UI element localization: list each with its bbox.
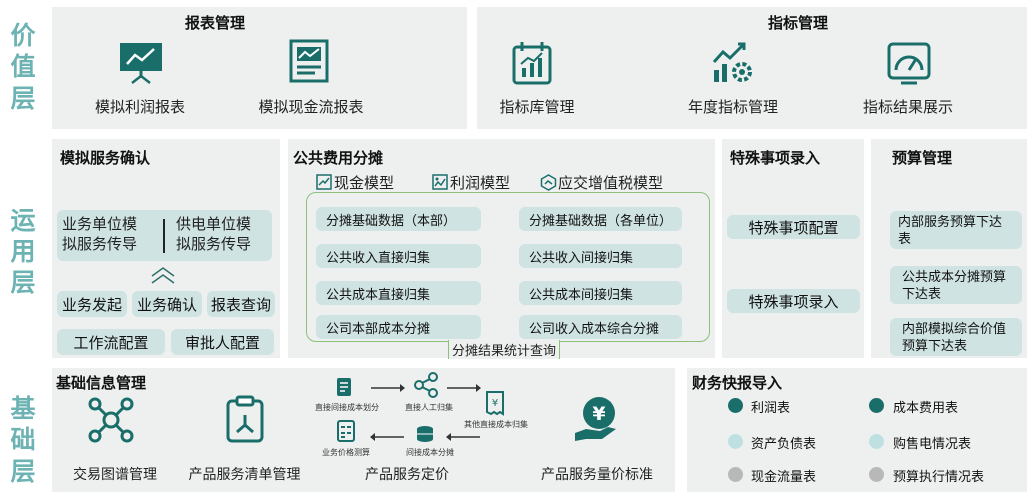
network-icon[interactable] <box>86 395 136 445</box>
calendar-chart-icon[interactable] <box>510 40 554 86</box>
layer-char: 层 <box>10 269 36 298</box>
flow-step-other-direct: 其他直接成本归集 <box>464 420 528 429</box>
report-item-profit[interactable]: 模拟利润报表 <box>94 99 185 116</box>
arrow-left-icon <box>370 432 405 442</box>
report-mgmt-title: 报表管理 <box>185 15 246 32</box>
legend-dot-budget <box>869 467 884 482</box>
layer-char: 价 <box>10 22 36 51</box>
finance-report-panel <box>687 368 1027 492</box>
finance-report-title: 财务快报导入 <box>692 375 783 392</box>
indicator-item-annual[interactable]: 年度指标管理 <box>687 99 778 116</box>
power-unit-transfer[interactable]: 供电单位模 拟服务传导 <box>176 216 252 253</box>
arrow-left-icon <box>446 432 481 442</box>
approver-config-button[interactable]: 审批人配置 <box>171 329 274 355</box>
presentation-chart-icon[interactable] <box>117 40 165 84</box>
layer-label-app: 运 用 层 <box>0 190 46 315</box>
legend-power[interactable]: 购售电情况表 <box>893 436 972 451</box>
model-vat[interactable]: 应交增值税模型 <box>558 175 664 192</box>
business-initiate-button[interactable]: 业务发起 <box>57 291 127 317</box>
yuan-hand-icon[interactable]: ¥ <box>572 393 622 445</box>
hexagon-icon <box>540 174 557 191</box>
legend-balance[interactable]: 资产负债表 <box>751 436 817 451</box>
public-cost-title: 公共费用分摊 <box>293 150 384 167</box>
coins-icon <box>414 424 436 444</box>
right-item-comprehensive[interactable]: 公司收入成本综合分摊 <box>519 315 682 339</box>
base-item-graph[interactable]: 交易图谱管理 <box>73 466 157 482</box>
receipt-yuan-icon: ¥ <box>484 390 506 416</box>
legend-budget[interactable]: 预算执行情况表 <box>893 469 985 484</box>
special-config-button[interactable]: 特殊事项配置 <box>727 215 860 239</box>
report-chart-icon[interactable] <box>287 38 331 84</box>
layer-char: 层 <box>10 457 36 486</box>
flow-step-cost-split: 直接间接成本划分 <box>315 403 379 412</box>
calculator-icon <box>336 420 356 442</box>
left-item-revenue-direct[interactable]: 公共收入直接归集 <box>316 244 481 268</box>
base-info-title: 基础信息管理 <box>56 375 147 392</box>
chevron-up-icon <box>148 264 178 286</box>
workflow-config-button[interactable]: 工作流配置 <box>57 329 165 355</box>
legend-profit[interactable]: 利润表 <box>751 400 791 415</box>
report-item-cashflow[interactable]: 模拟现金流报表 <box>258 99 364 116</box>
layer-char: 层 <box>10 84 36 113</box>
indicator-mgmt-title: 指标管理 <box>768 15 829 32</box>
report-query-button[interactable]: 报表查询 <box>207 291 275 317</box>
layer-char: 运 <box>10 206 36 235</box>
model-profit[interactable]: 利润模型 <box>450 175 511 192</box>
flow-step-indirect-alloc: 间接成本分摊 <box>406 448 454 457</box>
arrow-right-icon <box>446 383 481 393</box>
special-entry-button[interactable]: 特殊事项录入 <box>727 289 860 313</box>
divider <box>163 219 165 253</box>
budget-item-internal-service[interactable]: 内部服务预算下达 表 <box>890 211 1022 249</box>
special-panel <box>722 139 864 358</box>
budget-item-public-cost[interactable]: 公共成本分摊预算 下达表 <box>890 266 1022 304</box>
right-item-revenue-indirect[interactable]: 公共收入间接归集 <box>519 244 682 268</box>
arrow-right-icon <box>370 383 405 393</box>
layer-char: 用 <box>10 237 36 266</box>
legend-dot-power <box>869 434 884 449</box>
layer-char: 基 <box>10 395 36 424</box>
layer-char: 值 <box>10 53 36 82</box>
indicator-item-results[interactable]: 指标结果展示 <box>862 99 953 116</box>
sim-service-title: 模拟服务确认 <box>60 150 151 167</box>
budget-title: 预算管理 <box>892 150 953 167</box>
allocation-result-query[interactable]: 分摊结果统计查询 <box>448 340 561 359</box>
base-item-volume-price[interactable]: 产品服务量价标准 <box>541 466 653 482</box>
left-item-base-data[interactable]: 分摊基础数据（本部） <box>316 207 481 231</box>
svg-text:¥: ¥ <box>492 398 498 409</box>
share-nodes-icon <box>413 372 439 398</box>
gauge-icon[interactable] <box>885 40 933 86</box>
base-info-panel <box>52 368 675 492</box>
legend-cost[interactable]: 成本费用表 <box>893 400 959 415</box>
layer-label-base: 基 础 层 <box>0 385 46 497</box>
left-item-cost-direct[interactable]: 公共成本直接归集 <box>316 281 481 305</box>
base-item-service-list[interactable]: 产品服务清单管理 <box>188 466 301 482</box>
clipboard-icon[interactable] <box>222 395 268 445</box>
layer-char: 础 <box>10 426 36 455</box>
business-confirm-button[interactable]: 业务确认 <box>132 291 202 317</box>
flow-step-labor: 直接人工归集 <box>405 403 453 412</box>
image-chart-icon <box>432 174 448 190</box>
document-icon <box>335 377 353 397</box>
business-unit-transfer[interactable]: 业务单位模 拟服务传导 <box>62 216 138 253</box>
legend-cashflow[interactable]: 现金流量表 <box>751 469 817 484</box>
special-title: 特殊事项录入 <box>730 150 821 167</box>
layer-label-value: 价 值 层 <box>0 8 46 128</box>
budget-item-comprehensive[interactable]: 内部模拟综合价值 预算下达表 <box>890 318 1022 356</box>
growth-gear-icon[interactable] <box>710 40 756 86</box>
flow-step-price-calc: 业务价格测算 <box>322 448 370 457</box>
legend-dot-balance <box>728 434 743 449</box>
legend-dot-cashflow <box>728 467 743 482</box>
base-item-pricing[interactable]: 产品服务定价 <box>365 466 449 482</box>
right-item-cost-indirect[interactable]: 公共成本间接归集 <box>519 281 682 305</box>
left-item-hq-cost[interactable]: 公司本部成本分摊 <box>316 315 481 339</box>
indicator-mgmt-panel <box>477 7 1027 129</box>
svg-text:¥: ¥ <box>592 403 605 425</box>
right-item-base-data[interactable]: 分摊基础数据（各单位） <box>519 207 682 231</box>
indicator-item-library[interactable]: 指标库管理 <box>499 99 575 116</box>
line-chart-icon <box>316 174 332 190</box>
model-cash[interactable]: 现金模型 <box>334 175 395 192</box>
legend-dot-profit <box>728 398 743 413</box>
legend-dot-cost <box>869 398 884 413</box>
